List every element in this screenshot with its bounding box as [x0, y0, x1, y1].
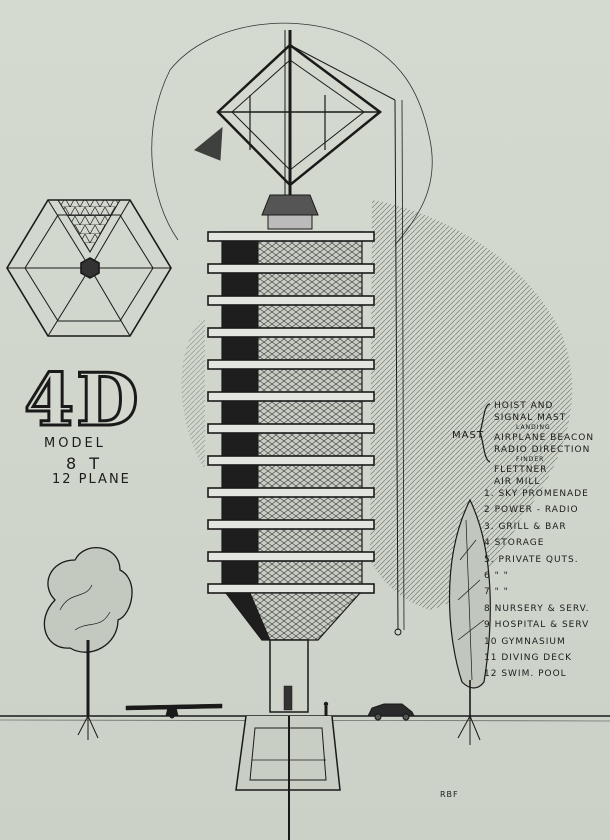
- mast-item: SIGNAL MAST: [494, 413, 567, 423]
- tower-body: [207, 231, 375, 713]
- hexagon-plan: [6, 199, 172, 337]
- mast-brace: [479, 403, 491, 463]
- floor-item: 12 SWIM. POOL: [484, 669, 567, 680]
- floor-legend: 1. SKY PROMENADE 2 POWER - RADIO 3. GRIL…: [484, 486, 590, 683]
- floor-item: 2 POWER - RADIO: [484, 505, 579, 516]
- floor-item: 10 GYMNASIUM: [484, 636, 566, 647]
- floor-item: 4 STORAGE: [484, 538, 545, 549]
- foundation: [235, 715, 341, 840]
- plane-label: 12 PLANE: [52, 472, 131, 487]
- model-number: 8 T: [66, 454, 104, 473]
- artist-signature: RBF: [440, 790, 459, 799]
- floor-item: 11 DIVING DECK: [484, 653, 573, 664]
- mast-item: LANDING: [516, 424, 551, 431]
- mast-item: RADIO DIRECTION: [494, 445, 591, 455]
- mast-label: MAST: [452, 430, 484, 441]
- mast-function-list: HOIST AND SIGNAL MAST LANDING AIRPLANE B…: [494, 400, 594, 488]
- floor-item: 5. PRIVATE QUTS.: [484, 554, 579, 565]
- model-4d-title: 4D: [23, 357, 141, 442]
- mast-item: AIR MILL: [494, 477, 541, 487]
- floor-item: 6 " ": [484, 571, 509, 582]
- model-label: MODEL: [44, 436, 106, 451]
- mast-item: AIRPLANE BEACON: [494, 433, 595, 443]
- floor-item: 1. SKY PROMENADE: [484, 489, 589, 499]
- shadow-hatching: [370, 200, 573, 610]
- floor-item: 7 " ": [484, 587, 509, 598]
- mast-outline-cloud: [151, 22, 433, 246]
- poplar-tree: [448, 498, 491, 745]
- car: [367, 703, 415, 721]
- floor-item: 9 HOSPITAL & SERV: [484, 620, 590, 631]
- mast-item: FINDER: [516, 456, 545, 463]
- mast-item: FLETTNER: [494, 465, 548, 475]
- person: [323, 701, 329, 716]
- mast-item: HOIST AND: [494, 401, 554, 411]
- floor-item: 3. GRILL & BAR: [484, 521, 567, 532]
- airplane: [125, 703, 223, 719]
- floor-slabs: [207, 231, 375, 594]
- tree: [43, 547, 133, 740]
- floor-item: 8 NURSERY & SERV.: [484, 603, 590, 614]
- signal-mast: [194, 30, 405, 636]
